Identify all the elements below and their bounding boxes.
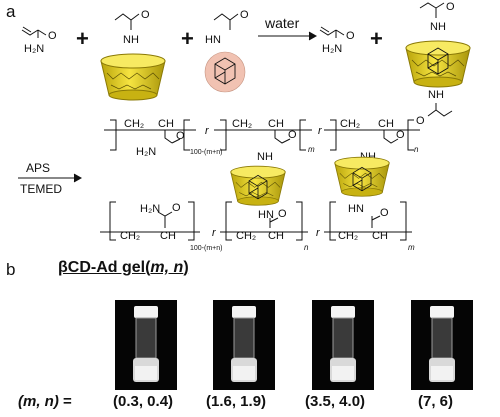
oxygen-atom-label: O — [346, 30, 355, 42]
oxygen-atom-label: O — [48, 30, 57, 42]
cyclodextrin-icon — [230, 165, 286, 206]
subscript-100-m-n: 100-(m+n) — [190, 245, 222, 252]
random-r-label: r — [212, 227, 217, 239]
gel-title: βCD-Ad gel(m, n) — [58, 259, 189, 277]
cyclodextrin-icon — [100, 53, 166, 101]
amine-label: H₂N — [24, 43, 44, 55]
initiator-label: APS — [26, 161, 50, 175]
initiator-arrow: APS TEMED — [18, 161, 83, 196]
cyclodextrin-acrylamide: O NH — [100, 9, 166, 101]
subscript-n: n — [414, 145, 419, 154]
acrylamide-monomer-product: O H₂N — [319, 26, 355, 55]
copolymer-bottom: H₂N O CH₂ CH 100-(m+n) r O CH₂ CH n r O … — [100, 201, 415, 252]
subscript-n: n — [304, 243, 309, 252]
ch2-label: CH₂ — [232, 118, 252, 130]
vial-image — [330, 306, 356, 382]
vial-image — [133, 306, 159, 382]
vial-image — [429, 306, 455, 382]
copolymer-top: CH₂ CH O H₂N 100-(m+n) r CH₂ CH O m r CH… — [104, 118, 420, 158]
random-r-label: r — [316, 227, 321, 239]
acrylamide-monomer: O H₂N — [21, 26, 57, 55]
gel-title-suffix: ) — [183, 259, 189, 276]
subscript-m: m — [308, 145, 315, 154]
oxygen-atom-label: O — [141, 9, 150, 21]
oxygen-atom-label: O — [176, 130, 185, 142]
nh-label: NH — [430, 21, 446, 33]
sample-label: (7, 6) — [418, 393, 454, 410]
ch-label: CH — [158, 118, 174, 130]
vial-photo — [213, 300, 275, 390]
ch2-label: CH₂ — [120, 230, 140, 242]
ch-label: CH — [372, 230, 388, 242]
sample-label: (3.5, 4.0) — [305, 393, 366, 410]
nh-label: NH — [257, 151, 273, 163]
oxygen-atom-label: O — [416, 115, 425, 127]
oxygen-atom-label: O — [172, 202, 181, 214]
random-r-label: r — [318, 125, 323, 137]
ch2-label: CH₂ — [124, 118, 144, 130]
amine-label: H₂N — [140, 203, 160, 215]
mn-prefix-vars: (m, n) — [18, 393, 59, 410]
nh-label: NH — [428, 89, 444, 101]
subscript-m: m — [408, 243, 415, 252]
solvent-label: water — [264, 15, 300, 31]
oxygen-atom-label: O — [240, 9, 249, 21]
amine-label: H₂N — [322, 43, 342, 55]
nh-label: NH — [123, 34, 139, 46]
gel-title-vars: m, n — [150, 259, 184, 276]
panel-b-label: b — [6, 260, 16, 279]
ch2-label: CH₂ — [236, 230, 256, 242]
hn-label: HN — [205, 34, 221, 46]
ch-label: CH — [160, 230, 176, 242]
reaction-scheme: O H₂N + O NH + O HN water O H₂N + O NH N… — [18, 1, 471, 252]
inclusion-complex-monomer: O NH NH O — [405, 1, 471, 127]
oxygen-atom-label: O — [446, 1, 455, 13]
oxygen-atom-label: O — [380, 207, 389, 219]
pendant-cd-ad-complexes: NH NH HN HN — [230, 151, 390, 221]
ch-label: CH — [378, 118, 394, 130]
ch-label: CH — [268, 118, 284, 130]
ch2-label: CH₂ — [340, 118, 360, 130]
ch2-label: CH₂ — [338, 230, 358, 242]
adamantane-acrylamide: O HN — [204, 9, 249, 93]
oxygen-atom-label: O — [396, 129, 405, 141]
plus-sign: + — [76, 26, 89, 51]
vial-photo — [115, 300, 177, 390]
oxygen-atom-label: O — [278, 208, 287, 220]
accelerator-label: TEMED — [20, 182, 62, 196]
panel-a-label: a — [6, 2, 16, 21]
sample-label: (0.3, 0.4) — [113, 393, 174, 410]
mn-prefix: (m, n) = — [18, 393, 72, 410]
hn-label: HN — [348, 203, 364, 215]
sample-label: (1.6, 1.9) — [206, 393, 267, 410]
ch-label: CH — [268, 230, 284, 242]
vial-image — [231, 306, 257, 382]
mn-prefix-eq: = — [58, 393, 72, 410]
subscript-100-m-n: 100-(m+n) — [190, 149, 222, 156]
vial-photo — [411, 300, 473, 390]
oxygen-atom-label: O — [288, 129, 297, 141]
vial-photo — [312, 300, 374, 390]
water-arrow: water — [258, 15, 318, 41]
random-r-label: r — [205, 125, 210, 137]
composition-labels: (m, n) = (0.3, 0.4) (1.6, 1.9) (3.5, 4.0… — [0, 393, 500, 415]
plus-sign: + — [370, 26, 383, 51]
gel-title-prefix: βCD-Ad gel( — [58, 259, 151, 276]
plus-sign: + — [181, 26, 194, 51]
amine-label: H₂N — [136, 146, 156, 158]
hn-label: HN — [258, 209, 274, 221]
